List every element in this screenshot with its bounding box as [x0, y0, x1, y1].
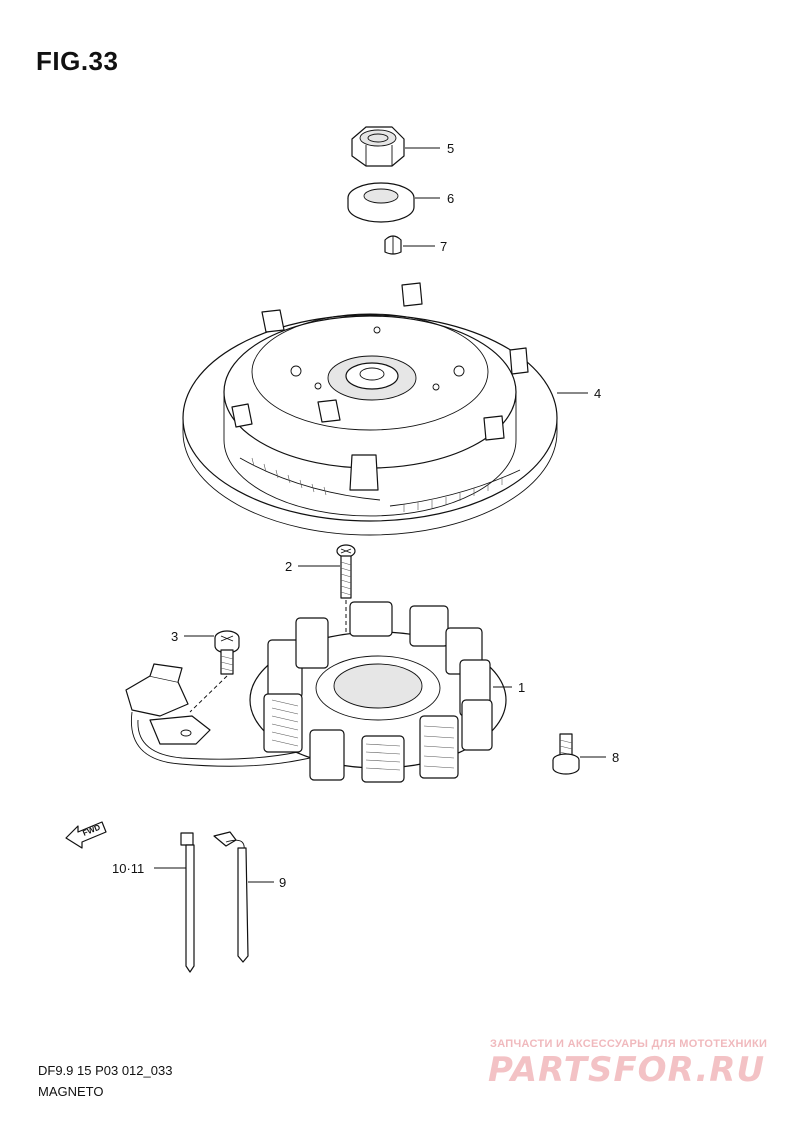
watermark-logo: PARTSFOR.RU: [488, 1050, 766, 1090]
callout-7: 7: [440, 239, 447, 254]
callout-5: 5: [447, 141, 454, 156]
part-6-washer[interactable]: [347, 182, 415, 223]
part-3-bolt[interactable]: [214, 630, 240, 675]
callout-9: 9: [279, 875, 286, 890]
callout-3: 3: [171, 629, 178, 644]
callout-8: 8: [612, 750, 619, 765]
fwd-arrow: FWD: [65, 821, 107, 849]
callout-6: 6: [447, 191, 454, 206]
part-4-flywheel[interactable]: [182, 282, 558, 536]
callout-4: 4: [594, 386, 601, 401]
part-2-screw[interactable]: [336, 544, 356, 599]
watermark-tagline: ЗАПЧАСТИ И АКСЕССУАРЫ ДЛЯ МОТОТЕХНИКИ: [490, 1038, 768, 1050]
callout-2: 2: [285, 559, 292, 574]
figure-title: FIG.33: [36, 46, 119, 76]
callout-1: 1: [518, 680, 525, 695]
callout-10-11: 10·11: [112, 861, 144, 876]
part-8-bolt[interactable]: [552, 733, 580, 775]
part-10-11-cable-tie[interactable]: [180, 832, 195, 973]
figure-caption: MAGNETO: [38, 1084, 104, 1099]
part-9-cable-tie[interactable]: [213, 831, 249, 963]
part-1-stator[interactable]: [125, 601, 507, 783]
figure-code: DF9.9 15 P03 012_033: [38, 1063, 173, 1078]
part-5-nut[interactable]: [351, 126, 405, 167]
part-7-key[interactable]: [384, 235, 402, 255]
